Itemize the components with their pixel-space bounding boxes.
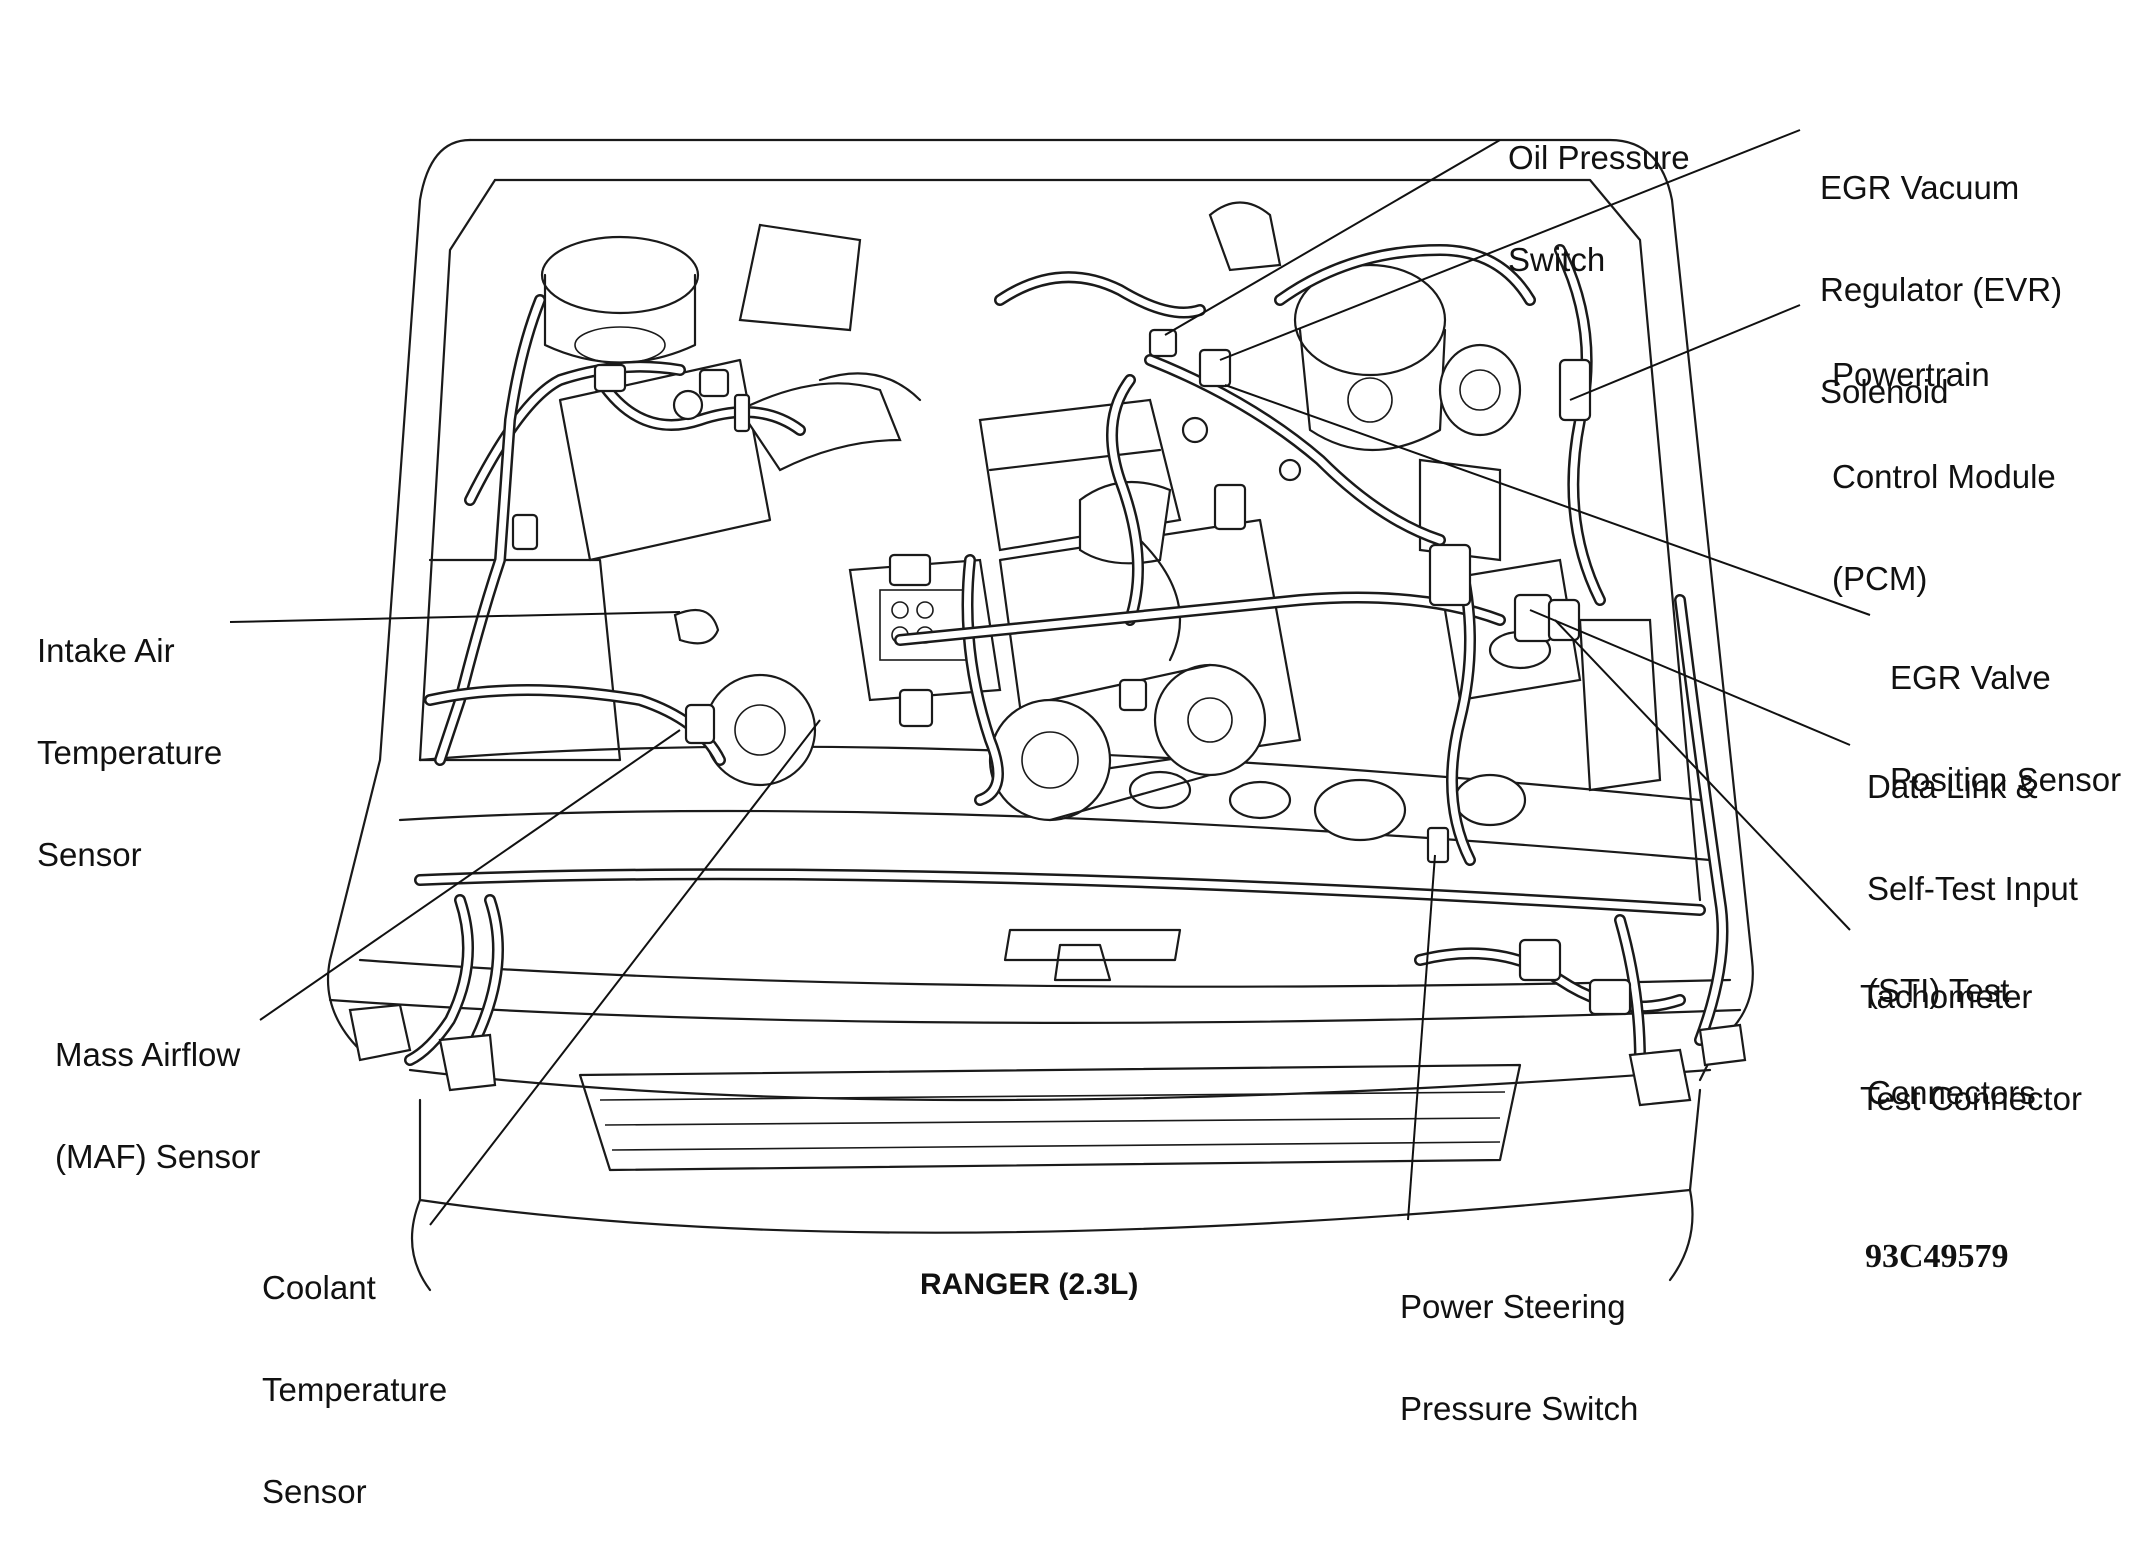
leader-maf xyxy=(259,729,681,1021)
label-pcm: Powertrain Control Module (PCM) xyxy=(1832,356,2056,597)
label-maf-sensor: Mass Airflow (MAF) Sensor xyxy=(55,1036,261,1175)
label-egr-evr-solenoid: EGR Vacuum Regulator (EVR) Solenoid xyxy=(1820,169,2063,410)
leader-data-link-sti xyxy=(1529,609,1851,746)
wiring-harness xyxy=(404,244,1729,1076)
label-intake-air-temperature-sensor: Intake Air Temperature Sensor xyxy=(37,632,223,873)
label-coolant-temperature-sensor: Coolant Temperature Sensor xyxy=(262,1269,448,1510)
leader-egr-valve-position xyxy=(1224,384,1871,616)
vehicle-body-outline xyxy=(326,138,1754,1292)
engine-block xyxy=(703,398,1407,842)
leader-coolant-temp xyxy=(429,719,821,1226)
label-data-link-sti: Data Link & Self-Test Input (STI) Test C… xyxy=(1867,768,2078,1111)
label-egr-valve-position-sensor: EGR Valve Position Sensor xyxy=(1890,659,2122,798)
leader-lines xyxy=(229,129,1871,1226)
leader-oil-pressure-switch xyxy=(1164,139,1501,336)
label-power-steering-pressure-switch: Power Steering Pressure Switch xyxy=(1400,1288,1639,1427)
right-side-components xyxy=(1208,201,1662,827)
label-oil-pressure-switch: Oil Pressure Switch xyxy=(1508,139,1690,278)
label-tachometer-test-connector: Tachometer Test Connector xyxy=(1860,978,2082,1117)
leader-intake-air-temp xyxy=(229,611,681,623)
leader-pcm xyxy=(1569,304,1801,401)
leader-power-steering xyxy=(1407,854,1436,1221)
engine-compartment-diagram xyxy=(229,129,1871,1292)
leader-tachometer xyxy=(1554,619,1851,931)
air-cleaner-assembly xyxy=(418,223,922,762)
diagram-title: RANGER (2.3L) xyxy=(920,1268,1139,1301)
connectors xyxy=(348,328,1747,1107)
leader-egr-evr-solenoid xyxy=(1219,129,1801,361)
figure-code: 93C49579 xyxy=(1865,1238,2009,1275)
